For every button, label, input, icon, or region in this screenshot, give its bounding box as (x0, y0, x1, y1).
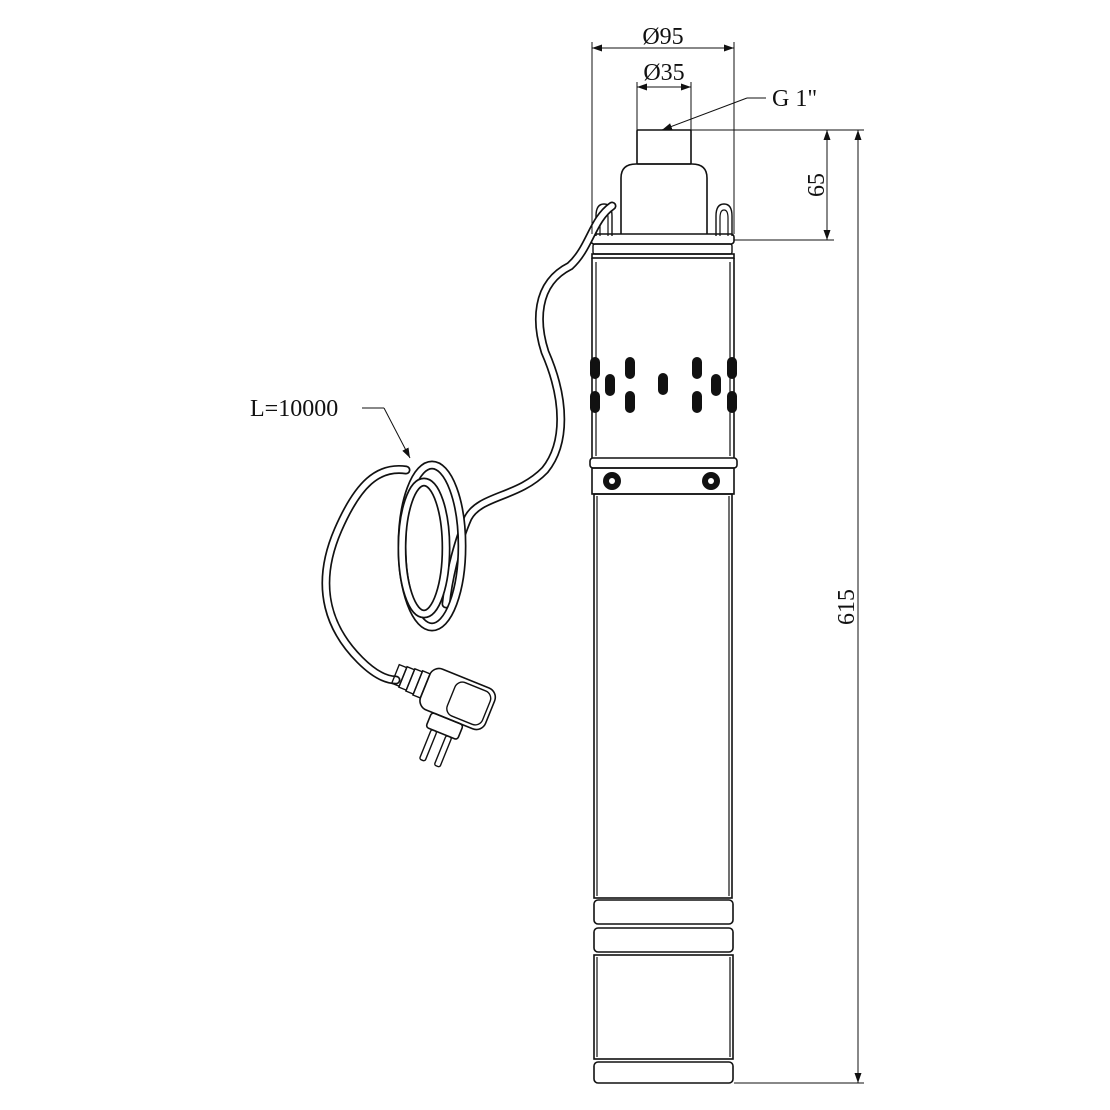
pump-body (589, 129, 738, 1084)
head-height-label: 65 (804, 173, 830, 197)
band-screws (603, 472, 720, 490)
cable-length-label: L=10000 (250, 396, 338, 422)
intake-slots (590, 357, 737, 413)
upper-casing (591, 253, 735, 259)
outer-diameter-label: Ø95 (642, 24, 683, 50)
plug-face (425, 712, 464, 740)
eyelet-right (715, 203, 733, 236)
plug-pin-left (419, 729, 438, 762)
motor-casing (593, 493, 733, 899)
plug-pin-right (434, 735, 452, 768)
bottom-ring-1 (593, 899, 734, 925)
dimension-thread: G 1" (661, 86, 817, 131)
bottom-casing (593, 954, 734, 1060)
bottom-ring-2 (593, 927, 734, 953)
power-cable (321, 201, 617, 685)
thread-label: G 1" (772, 86, 817, 112)
outlet-nipple (636, 129, 692, 165)
dimension-cable-length: L=10000 (250, 396, 411, 459)
discharge-head (620, 163, 708, 234)
total-height-label: 615 (834, 589, 860, 625)
dimension-outer-diameter: Ø95 (591, 24, 735, 234)
middle-band (589, 457, 738, 469)
dimension-head-height: 65 (691, 129, 864, 241)
dimension-total-height: 615 (734, 130, 864, 1084)
bottom-cap (593, 1061, 734, 1084)
power-plug (390, 663, 497, 768)
dimension-outlet-diameter: Ø35 (636, 60, 692, 130)
outlet-diameter-label: Ø35 (643, 60, 684, 86)
